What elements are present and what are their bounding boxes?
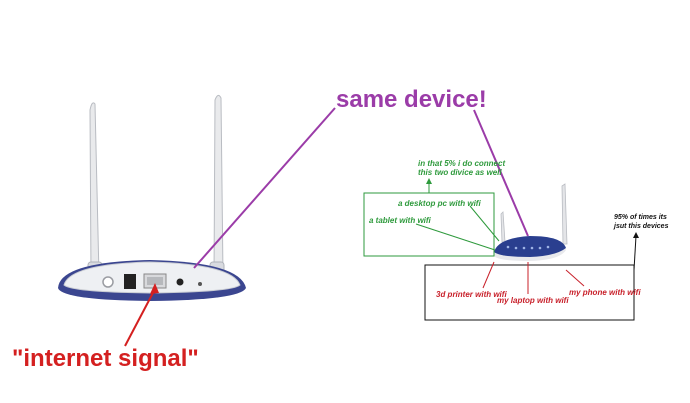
main-devices-box [424, 264, 635, 321]
times-note-line-1: 95% of times its [614, 214, 667, 221]
router-front-image [494, 183, 568, 261]
times-note-line-2: jsut this devices [614, 223, 669, 230]
printer-label: 3d printer with wifi [436, 290, 507, 299]
connect-note: in that 5% i do connect this two divice … [418, 159, 505, 177]
pointer-line-left-router [193, 107, 336, 269]
desktop-pc-label: a desktop pc with wifi [398, 199, 481, 208]
tablet-label: a tablet with wifi [369, 216, 431, 225]
arrow-desktop-to-router [469, 205, 500, 242]
pointer-line-right-router [473, 109, 529, 237]
internet-signal-label: "internet signal" [12, 345, 199, 372]
times-note: 95% of times its jsut this devices [614, 213, 668, 231]
router-back-image [58, 94, 246, 301]
arrow-printer [482, 261, 495, 289]
arrowhead-note-up [426, 178, 432, 184]
arrow-phone [565, 269, 585, 287]
laptop-label: my laptop with wifi [497, 296, 569, 305]
connect-note-line-2: this two divice as well [418, 168, 502, 177]
arrowhead-times-note [633, 232, 639, 238]
arrow-times-note [633, 235, 637, 271]
arrowhead-internet [150, 283, 159, 294]
phone-label: my phone with wifi [569, 288, 641, 297]
connect-note-line-1: in that 5% i do connect [418, 159, 506, 168]
same-device-label: same device! [336, 86, 487, 113]
arrow-tablet-to-router [415, 223, 496, 251]
pointer-line-internet [124, 288, 156, 347]
